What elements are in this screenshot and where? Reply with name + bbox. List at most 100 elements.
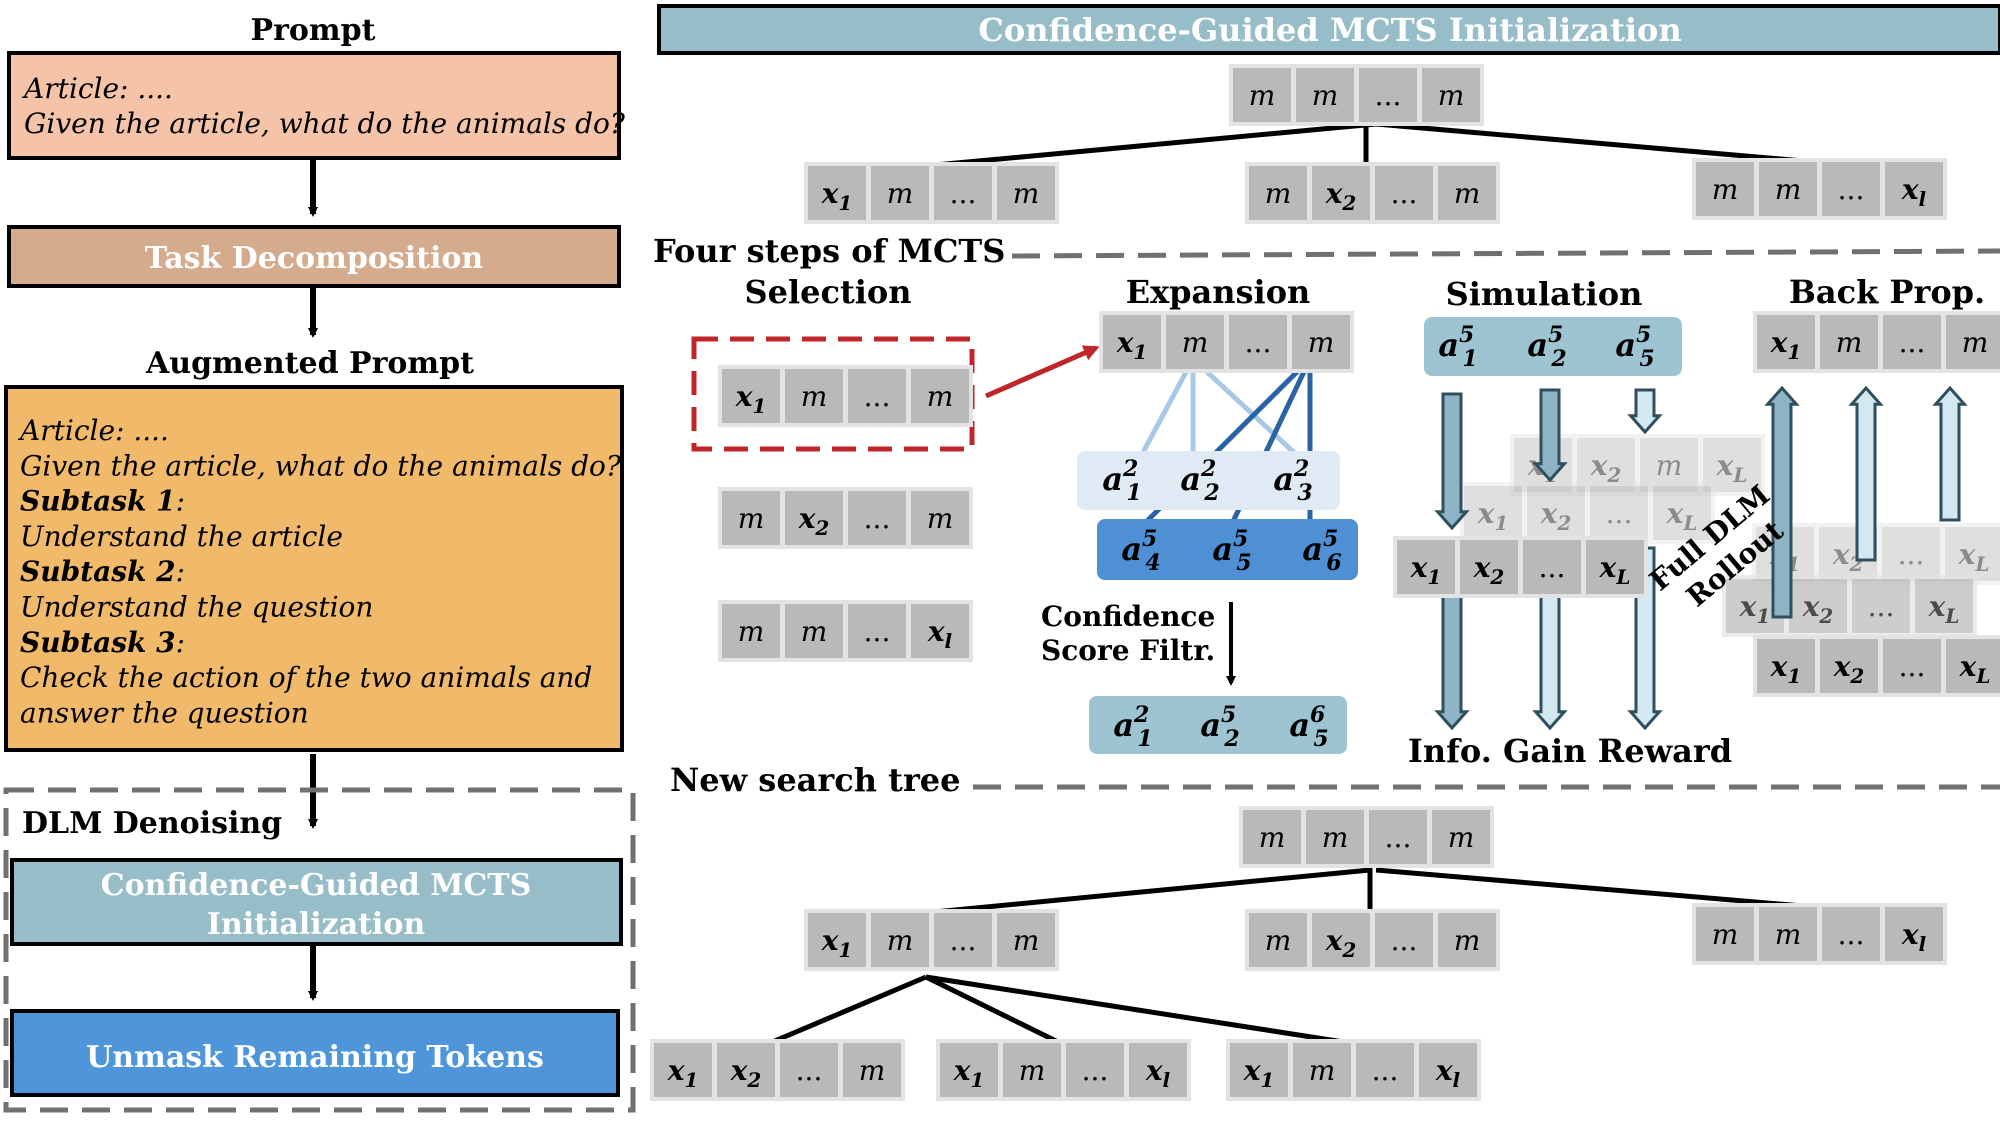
x-subscript: 1 (752, 394, 766, 418)
x-subscript: 2 (814, 516, 829, 540)
x-base: x (1325, 924, 1343, 957)
action-subscript: 3 (1297, 480, 1312, 506)
token-cell (1103, 315, 1161, 369)
x-subscript: L (1944, 604, 1959, 628)
token-cell (1359, 68, 1417, 122)
x-subscript: l (945, 629, 953, 653)
ellipsis-label: ... (1898, 538, 1925, 571)
action-base: a (1273, 460, 1294, 498)
augmented-line: Subtask 3: (20, 626, 185, 659)
mask-token-label: m (738, 615, 765, 648)
token-cell (1640, 438, 1698, 492)
token-cell (1577, 438, 1635, 492)
token-cell (1438, 913, 1496, 967)
x-token-label: x2 (798, 502, 830, 540)
action-subscript: 2 (1203, 480, 1219, 506)
subtask-heading: Subtask 3 (20, 626, 176, 659)
x-subscript: L (1974, 552, 1989, 576)
token-cell (785, 369, 843, 423)
x-base: x (1833, 650, 1851, 683)
x-token-label: x2 (1802, 590, 1834, 628)
token-cell (1852, 579, 1910, 633)
task-decomposition-label: Task Decomposition (145, 241, 484, 276)
mask-token-label: m (1836, 326, 1863, 359)
confidence-line-1: Confidence (1041, 600, 1215, 633)
mask-token-label: m (738, 502, 765, 535)
x-token-label: xl (1145, 1054, 1171, 1092)
token-cell (1129, 1043, 1187, 1097)
mcts-init-box (10, 858, 623, 946)
token-cell (1759, 907, 1817, 961)
token-cell (1249, 913, 1307, 967)
dlm-denoising-frame (3, 787, 636, 1113)
x-base: x (1116, 326, 1134, 359)
mask-token-label: m (801, 615, 828, 648)
unmask-label: Unmask Remaining Tokens (86, 1040, 544, 1075)
four-steps-label: Four steps of MCTS (653, 232, 1005, 270)
up-arrow (1764, 385, 1800, 619)
mask-token-label: m (1182, 326, 1209, 359)
up-arrow (1848, 385, 1884, 562)
x-base: x (821, 177, 839, 210)
ellipsis-label: ... (864, 502, 891, 535)
down-arrow (1434, 594, 1470, 731)
action-superscript: 2 (1122, 456, 1138, 482)
x-base: x (1770, 650, 1788, 683)
token-cell (1696, 162, 1754, 216)
token-cell (808, 913, 866, 967)
x-subscript: 1 (684, 1068, 698, 1092)
x-subscript: 2 (1849, 664, 1864, 688)
x-base: x (821, 924, 839, 957)
x-token-label: x1 (1770, 650, 1802, 688)
action-subscript: 5 (1236, 550, 1251, 576)
x-base: x (1958, 538, 1976, 571)
action-subscript: 4 (1145, 550, 1160, 576)
mask-token-label: m (927, 380, 954, 413)
token-cell (1312, 166, 1370, 220)
token-cell (1757, 639, 1815, 693)
token-cell (911, 604, 969, 658)
x-subscript: 1 (1260, 1068, 1274, 1092)
mask-token-label: m (1249, 79, 1276, 112)
ellipsis-label: ... (1375, 79, 1402, 112)
ellipsis-label: ... (1245, 326, 1272, 359)
expansion-candidates-light (1077, 451, 1340, 510)
mask-token-label: m (927, 502, 954, 535)
action-base: a (1615, 326, 1636, 364)
token-cell (940, 1043, 998, 1097)
action-superscript: 5 (1142, 526, 1157, 552)
selection-node-2: m x2... m (718, 487, 973, 549)
mask-token-label: m (1322, 821, 1349, 854)
x-subscript: 1 (1756, 604, 1770, 628)
token-cell (911, 369, 969, 423)
token-cell (722, 604, 780, 658)
action-base: a (1302, 530, 1323, 568)
tree-edge (923, 867, 1371, 916)
token-cell (722, 369, 780, 423)
token-cell (1820, 639, 1878, 693)
action-subscript: 1 (1126, 480, 1141, 506)
down-arrow (1434, 392, 1470, 531)
mask-token-label: m (1309, 1054, 1336, 1087)
ellipsis-label: ... (864, 615, 891, 648)
token-cell (1696, 907, 1754, 961)
x-base: x (1599, 551, 1617, 584)
token-cell (1915, 579, 1973, 633)
ellipsis-label: ... (1372, 1054, 1399, 1087)
x-subscript: 1 (1787, 340, 1801, 364)
action-subscript: 2 (1550, 346, 1566, 372)
subtask-heading: Subtask 2 (20, 555, 176, 588)
mask-token-label: m (859, 1054, 886, 1087)
x-token-label: x1 (1739, 590, 1771, 628)
ellipsis-label: ... (1838, 173, 1865, 206)
